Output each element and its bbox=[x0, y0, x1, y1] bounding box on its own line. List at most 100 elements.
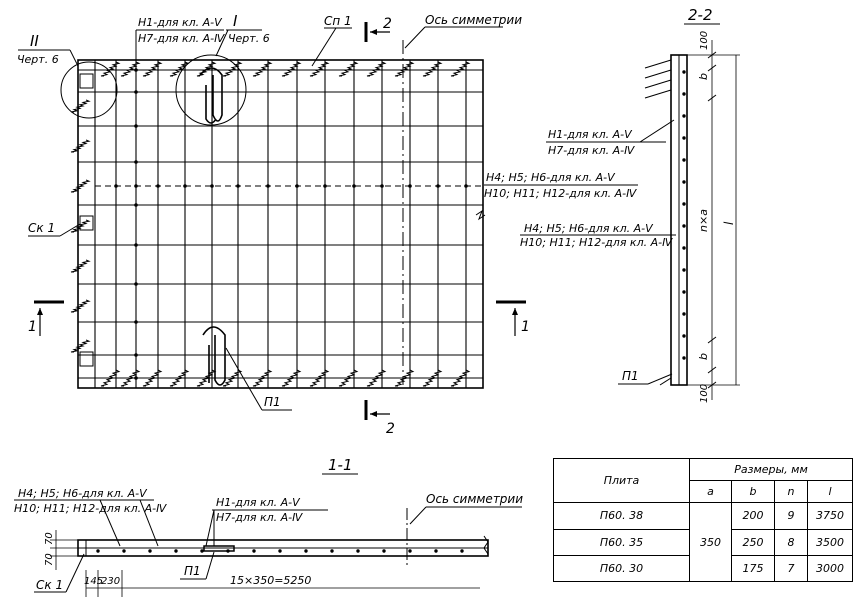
section-dot bbox=[122, 549, 126, 553]
dim-100-bottom: 100 bbox=[699, 384, 710, 403]
section-dot bbox=[682, 290, 686, 294]
h456-label: Н4; Н5; Н6-для кл. А-Ⅴ bbox=[486, 171, 616, 184]
table-sub-l: l bbox=[807, 480, 853, 504]
section-dot bbox=[682, 312, 686, 316]
section-dot bbox=[682, 92, 686, 96]
s11-p1-label: П1 bbox=[184, 564, 201, 578]
spiral-mark-bottom bbox=[309, 369, 330, 387]
sk1-leader-diag bbox=[59, 223, 81, 237]
detail2-label: II bbox=[30, 32, 39, 50]
section11-title: 1-1 bbox=[328, 456, 353, 474]
section-dot bbox=[682, 136, 686, 140]
table-sub-n: n bbox=[774, 480, 808, 504]
symmetry-leader-diag bbox=[404, 26, 426, 49]
section-dot bbox=[252, 549, 256, 553]
s11-h456-leader-1 bbox=[99, 499, 121, 547]
s11-dim-145: 145 bbox=[84, 576, 103, 587]
s11-h1-label: Н1-для кл. А-Ⅴ bbox=[216, 496, 301, 509]
s22-p1-leader bbox=[647, 373, 673, 385]
s11-dim-70-bottom: 70 bbox=[44, 553, 55, 566]
bar-dot bbox=[134, 282, 138, 286]
bar-dot bbox=[436, 184, 440, 188]
s11-h456-label: Н4; Н5; Н6-для кл. А-Ⅴ bbox=[18, 487, 148, 500]
section-dot bbox=[682, 114, 686, 118]
table-row-plate: П60. 38 bbox=[553, 502, 690, 530]
section1-left-label: 1 bbox=[28, 319, 37, 335]
section-dot bbox=[330, 549, 334, 553]
table-header-plate: Плита bbox=[553, 457, 690, 504]
bar-dot bbox=[114, 184, 118, 188]
s11-symmetry-label: Ось симметрии bbox=[426, 492, 523, 506]
bar-dot bbox=[134, 353, 138, 357]
spiral-mark-left bbox=[70, 99, 91, 113]
table-row-b: 200 bbox=[731, 502, 775, 530]
spiral-mark-top bbox=[252, 61, 273, 77]
section22-top-hatch bbox=[644, 59, 672, 99]
detail2-ref: Черт. 6 bbox=[17, 53, 59, 66]
bar-dot bbox=[134, 124, 138, 128]
bar-dot bbox=[134, 203, 138, 207]
s11-dim-230: 230 bbox=[101, 576, 120, 587]
dim-tick bbox=[707, 94, 717, 102]
lifting-loop-bottom bbox=[202, 326, 226, 386]
table-sub-b: b bbox=[731, 480, 775, 504]
spiral-mark-bottom bbox=[252, 369, 273, 387]
break-mark bbox=[475, 209, 486, 221]
spiral-mark-top bbox=[142, 61, 163, 77]
h1-label: Н1-для кл. А-Ⅴ bbox=[138, 16, 223, 29]
s11-p1-leader bbox=[205, 551, 215, 580]
section11-loop bbox=[203, 545, 235, 552]
table-row-b: 250 bbox=[731, 528, 775, 556]
section-dot bbox=[434, 549, 438, 553]
table-row-n: 7 bbox=[774, 554, 808, 583]
table-row-b: 175 bbox=[731, 554, 775, 583]
detail2-circle bbox=[60, 61, 118, 119]
bar-dot bbox=[134, 184, 138, 188]
bar-dot bbox=[352, 184, 356, 188]
s11-h1-leader-1 bbox=[205, 509, 215, 547]
bar-dot bbox=[134, 320, 138, 324]
bar-dot bbox=[210, 184, 214, 188]
detail1-leader bbox=[215, 29, 229, 57]
s22-h7-label: Н7-для кл. А-Ⅳ bbox=[548, 144, 635, 157]
section-dot bbox=[408, 549, 412, 553]
section-dot bbox=[682, 180, 686, 184]
section22-lower-support bbox=[659, 377, 672, 386]
h1012-label: Н10; Н11; Н12-для кл. А-Ⅳ bbox=[484, 187, 637, 200]
sk1-mark bbox=[79, 215, 94, 231]
dim-l: l bbox=[722, 221, 736, 225]
bar-dot bbox=[134, 160, 138, 164]
section22-title: 2-2 bbox=[688, 6, 713, 24]
bar-dot bbox=[134, 243, 138, 247]
spiral-mark-bottom bbox=[196, 369, 217, 387]
sk1-mark-top bbox=[79, 73, 94, 89]
s11-dim-span: 15×350=5250 bbox=[230, 574, 311, 587]
spiral-mark-top bbox=[450, 61, 471, 77]
section22-dim-ticks bbox=[707, 51, 717, 389]
plate-sizes-table: Плита Размеры, мм a b n l П60. 38 350 20… bbox=[553, 457, 853, 583]
section2-bottom-label: 2 bbox=[386, 421, 395, 437]
spiral-mark-bottom bbox=[422, 369, 443, 387]
bar-dot bbox=[464, 184, 468, 188]
section-dot bbox=[682, 158, 686, 162]
spiral-mark-top bbox=[169, 61, 190, 77]
detail1-label: I bbox=[233, 12, 238, 30]
table-row-l: 3500 bbox=[807, 528, 853, 556]
dim-tick bbox=[707, 64, 717, 72]
table-row-plate: П60. 30 bbox=[553, 554, 690, 583]
s11-sk1-label: Ск 1 bbox=[36, 578, 63, 592]
spiral-mark-left bbox=[70, 339, 91, 353]
table-a-value: 350 bbox=[689, 502, 732, 582]
s11-sk1-leader bbox=[65, 553, 85, 593]
detail1-circle bbox=[175, 54, 247, 126]
s22-h-leader bbox=[639, 119, 675, 143]
bar-dot bbox=[295, 184, 299, 188]
spiral-mark-left bbox=[70, 179, 91, 193]
sk1-label: Ск 1 bbox=[28, 221, 55, 235]
section-dot bbox=[682, 224, 686, 228]
bar-dot bbox=[183, 184, 187, 188]
spiral-mark-bottom bbox=[338, 369, 359, 387]
section-dot bbox=[278, 549, 282, 553]
bar-dot bbox=[156, 184, 160, 188]
